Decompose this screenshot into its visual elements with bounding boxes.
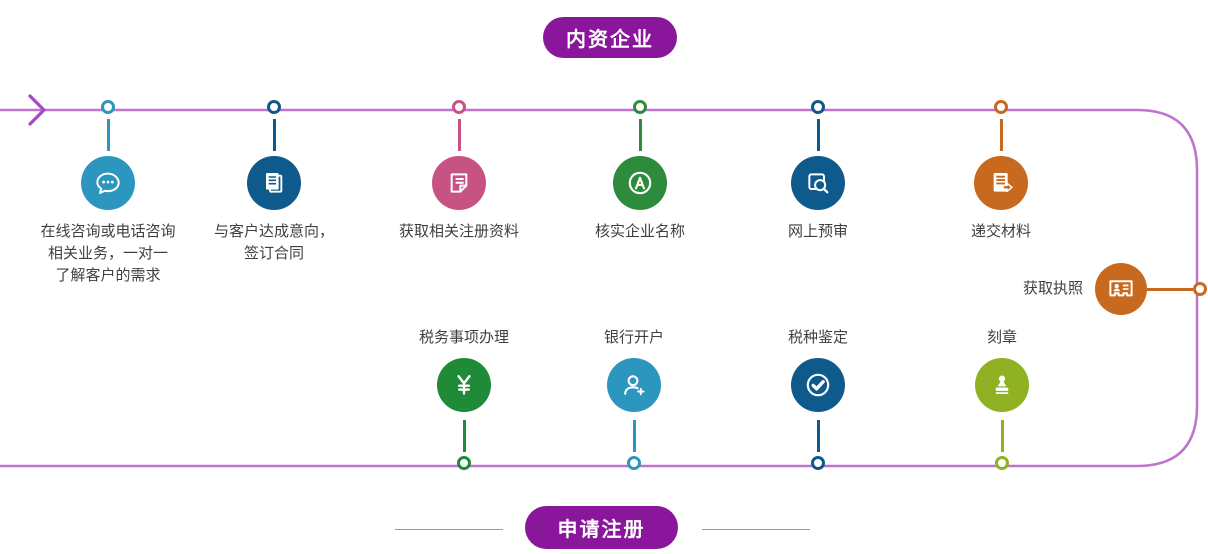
- step-connector: [816, 119, 820, 151]
- step-verify-company-name: 核实企业名称: [545, 100, 735, 243]
- banner-bottom: 申请注册: [525, 506, 678, 549]
- step-collect-registration-materials: 获取相关注册资料: [364, 100, 554, 243]
- step-label: 核实企业名称: [594, 223, 685, 240]
- step-label: 获取相关注册资料: [398, 223, 519, 240]
- banner-top: 内资企业: [543, 17, 677, 58]
- step-online-consult: 在线咨询或电话咨询 相关业务，一对一 了解客户的需求: [13, 100, 203, 286]
- timeline-node: [811, 456, 825, 470]
- letter-a-circle-glyph: [628, 171, 652, 195]
- document-fold-glyph: [450, 173, 468, 193]
- step-label: 与客户达成意向， 签订合同: [213, 223, 334, 262]
- step-label: 税务事项办理: [418, 329, 509, 346]
- chat-dots-icon: [81, 156, 135, 210]
- yuan-sign-glyph: [457, 375, 471, 395]
- license-card-glyph: [1109, 280, 1133, 297]
- check-circle-icon: [791, 358, 845, 412]
- step-connector: [457, 119, 461, 151]
- step-label: 递交材料: [970, 223, 1031, 240]
- check-circle-glyph: [806, 373, 830, 397]
- divider-line: [702, 529, 810, 530]
- document-submit-glyph: [993, 173, 1013, 193]
- timeline-node: [457, 456, 471, 470]
- add-user-glyph: [624, 375, 645, 396]
- step-connector: [632, 420, 636, 452]
- timeline-node: [627, 456, 641, 470]
- timeline-node: [811, 100, 825, 114]
- step-connector: [462, 420, 466, 452]
- document-search-glyph: [808, 173, 829, 194]
- step-label: 网上预审: [787, 223, 848, 240]
- step-open-bank-account: 银行开户: [539, 327, 729, 470]
- step-label: 在线咨询或电话咨询 相关业务，一对一 了解客户的需求: [40, 223, 176, 284]
- step-submit-materials: 递交材料: [906, 100, 1096, 243]
- step-tax-affairs: 税务事项办理: [369, 327, 559, 470]
- yuan-sign-icon: [437, 358, 491, 412]
- add-user-icon: [607, 358, 661, 412]
- step-connector: [106, 119, 110, 151]
- stamp-icon: [975, 358, 1029, 412]
- step-seal-engraving: 刻章: [907, 327, 1097, 470]
- step-sign-contract: 与客户达成意向， 签订合同: [179, 100, 369, 265]
- step-tax-type-assessment: 税种鉴定: [723, 327, 913, 470]
- timeline-node: [995, 456, 1009, 470]
- step-connector: [272, 119, 276, 151]
- timeline-node: [1193, 282, 1207, 296]
- step-connector: [638, 119, 642, 151]
- timeline-node: [633, 100, 647, 114]
- step-online-pre-review: 网上预审: [723, 100, 913, 243]
- timeline-node: [994, 100, 1008, 114]
- chat-dots-glyph: [96, 172, 120, 194]
- document-fold-icon: [432, 156, 486, 210]
- step-label: 银行开户: [603, 329, 664, 346]
- timeline-node: [101, 100, 115, 114]
- step-label: 刻章: [986, 329, 1017, 346]
- step-connector: [816, 420, 820, 452]
- document-search-icon: [791, 156, 845, 210]
- step-connector: [1147, 287, 1193, 291]
- license-card-icon: [1095, 263, 1147, 315]
- stamp-glyph: [995, 375, 1009, 394]
- step-connector: [1000, 420, 1004, 452]
- divider-line: [395, 529, 503, 530]
- step-connector: [999, 119, 1003, 151]
- stacked-documents-icon: [247, 156, 301, 210]
- letter-a-circle-icon: [613, 156, 667, 210]
- timeline-node: [267, 100, 281, 114]
- step-obtain-license: 获取执照: [980, 262, 1207, 316]
- timeline-node: [452, 100, 466, 114]
- document-submit-icon: [974, 156, 1028, 210]
- stacked-documents-glyph: [266, 173, 283, 193]
- step-label: 获取执照: [1022, 280, 1083, 298]
- step-label: 税种鉴定: [787, 329, 848, 346]
- flow-start-arrow-icon: [28, 94, 46, 126]
